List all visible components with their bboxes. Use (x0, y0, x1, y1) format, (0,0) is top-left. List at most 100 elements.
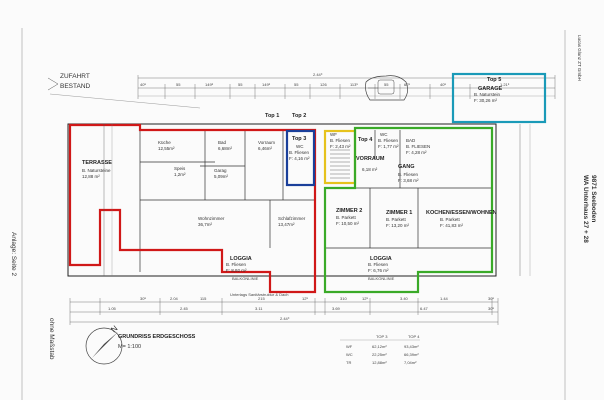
dim-a-4: 12⁵ (302, 296, 308, 301)
annex-label: Anlage: Seite 2 (10, 232, 17, 276)
dim-top-11: 1.21⁵ (500, 82, 510, 87)
area-table: TOP 3 TOP 4 WF 62,12m² 93,43m² WC 22,25m… (340, 334, 420, 365)
dim-top-1: 55 (176, 82, 181, 87)
room-wc4-floor: B. Fliesen (378, 138, 399, 143)
dim-top-2: 149⁵ (205, 82, 214, 87)
room-bad4-name: BAD (406, 138, 416, 143)
room-garage-floor: B. Naturstein (474, 92, 501, 97)
dim-top-3: 55 (238, 82, 243, 87)
room-kochen-floor: B. Parkett (440, 217, 461, 222)
room-garag-name: Garag (214, 168, 227, 173)
parked-car-icon (365, 75, 408, 101)
interior-walls (139, 130, 492, 272)
garage-outline (451, 72, 547, 124)
dim-a-3: 215 (258, 296, 265, 301)
unit-label-top4: Top 4 (358, 137, 373, 143)
room-garage-area: F: 30,26 m² (474, 98, 498, 103)
room-garage-name: GARAGE (478, 86, 502, 92)
dim-b-0: 1.05 (108, 306, 117, 311)
approach-sublabel: BESTAND (60, 83, 91, 90)
dim-top-4: 149⁵ (262, 82, 271, 87)
room-schlafzimmer-name: Schlafzimmer (278, 216, 306, 221)
dimension-ticks-bottom (69, 298, 499, 325)
plan-title: GRUNDRISS ERDGESCHOSS (118, 334, 196, 340)
approach-edge-line (49, 93, 201, 109)
room-zimmer1-name: ZIMMER 1 (386, 210, 412, 216)
dim-a-6: 12⁵ (362, 296, 368, 301)
dimension-bottom-total: 2.44⁹ (280, 316, 290, 321)
room-speis-area: 1,2m² (174, 172, 186, 177)
room-bad1-name: Bad (218, 140, 227, 145)
dim-top-9: 62⁵ (404, 82, 410, 87)
room-wf-name: WF (330, 132, 337, 137)
balcony-note-top1: BALKONLINIE (232, 276, 259, 281)
room-kueche-name: Küche (158, 140, 171, 145)
project-location: 9871 Seeboden (590, 175, 597, 222)
svg-text:N: N (109, 324, 119, 335)
room-kochen-area: F: 41,83 m² (440, 223, 464, 228)
dim-a-7: 3.40 (400, 296, 409, 301)
dim-a-5: 310 (340, 296, 347, 301)
room-zimmer2-floor: B. Parkett (336, 215, 357, 220)
unit-label-top3: Top 3 (292, 136, 306, 142)
area-row-2-label: WC (346, 352, 353, 357)
dimension-row-b: 1.05 2.45 3.11 3.69 6.47 30⁵ (108, 306, 494, 311)
dim-b-1: 2.45 (180, 306, 189, 311)
scale-note: ohne Maßstab (48, 318, 55, 360)
room-loggia4-name: LOGGIA (370, 256, 392, 262)
dimension-top-total: 2.44⁹ (313, 72, 323, 77)
room-loggia1-area: F: 8,92 m² (226, 268, 247, 273)
room-wc4-area: F: 1,77 m² (378, 144, 399, 149)
dim-top-10: 40⁵ (440, 82, 446, 87)
area-row-1-top4: 93,43m² (404, 344, 419, 349)
room-loggia4-area: F: 6,76 m² (368, 268, 389, 273)
dimension-ticks-top (137, 75, 556, 99)
dim-top-0: 40⁵ (140, 82, 146, 87)
unit-label-top1: Top 1 (265, 113, 279, 119)
room-zimmer1-area: F: 13,20 m² (386, 223, 410, 228)
room-wc4-name: WC (380, 132, 388, 137)
dim-a-0: 30⁵ (140, 296, 146, 301)
room-wf-area: F: 2,43 m² (330, 144, 351, 149)
room-wohnzimmer-name: Wohnzimmer (198, 216, 225, 221)
room-garag-area: 5,09m² (214, 174, 229, 179)
building-outline (67, 123, 497, 277)
room-zimmer2-area: F: 10,50 m² (336, 221, 360, 226)
room-speis-name: Speis (174, 166, 186, 171)
room-terrasse-name: TERRASSE (82, 160, 112, 166)
dim-a-9: 30⁵ (488, 296, 494, 301)
dimension-row-top: 40⁵ 55 149⁵ 55 149⁵ 55 126 113⁵ 55 62⁵ 4… (140, 82, 510, 87)
area-table-col-top3: TOP 3 (376, 334, 388, 339)
room-kueche-area: 12,55m² (158, 146, 175, 151)
unit-label-top5: Top 5 (487, 77, 501, 83)
unit-label-top2: Top 2 (292, 113, 306, 119)
company-label: Lucas Glanz ZT GmbH (577, 35, 582, 81)
room-schlafzimmer-area: 13,47m² (278, 222, 295, 227)
room-bad4-area: F: 4,28 m² (406, 150, 427, 155)
room-bad4-floor: B. FLIESEN (406, 144, 430, 149)
dim-b-5: 30⁵ (488, 306, 494, 311)
dim-top-7: 113⁵ (350, 82, 358, 87)
area-row-1-label: WF (346, 344, 353, 349)
dim-a-1: 2.04 (170, 296, 179, 301)
north-arrow-icon: N (85, 324, 123, 365)
balcony-note-top4: BALKONLINIE (368, 276, 395, 281)
staircase (330, 149, 350, 179)
room-wohnzimmer-area: 36,7m² (198, 222, 213, 227)
room-terrasse-area: 12,88 m² (82, 174, 100, 179)
room-wf-floor: B. Fliesen (330, 138, 351, 143)
approach-label: ZUFAHRT (60, 73, 90, 80)
room-loggia1-name: LOGGIA (230, 256, 252, 262)
dim-b-4: 6.47 (420, 306, 429, 311)
room-loggia1-floor: B. Fliesen (226, 262, 247, 267)
unit-top1-outline (68, 123, 317, 294)
room-vorraum4-area: 6,18 m² (362, 167, 378, 172)
project-title: WA Unterhaus 27 + 28 (582, 175, 589, 243)
room-zimmer2-name: ZIMMER 2 (336, 208, 362, 214)
area-row-2-top3: 22,25m² (372, 352, 387, 357)
dim-top-8: 55 (384, 82, 389, 87)
room-vorraum4-name: VORRAUM (356, 156, 385, 162)
area-row-3-top3: 12,88m² (372, 360, 387, 365)
